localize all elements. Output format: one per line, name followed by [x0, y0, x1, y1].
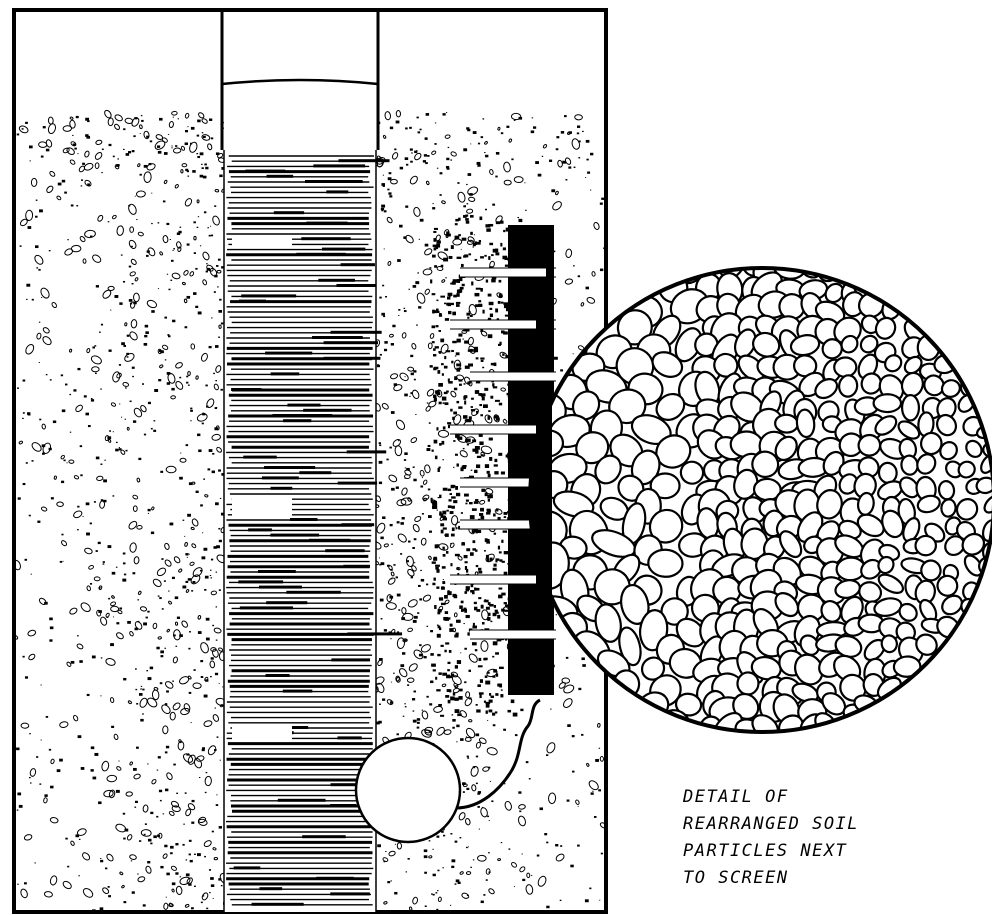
small-detail-circle	[356, 738, 460, 842]
caption-line: REARRANGED SOIL	[683, 811, 973, 838]
detail-caption: DETAIL OF REARRANGED SOIL PARTICLES NEXT…	[683, 784, 973, 892]
well-casing	[222, 10, 378, 150]
caption-line: PARTICLES NEXT	[683, 838, 973, 865]
caption-line: DETAIL OF	[683, 784, 973, 811]
caption-line: TO SCREEN	[683, 865, 973, 892]
